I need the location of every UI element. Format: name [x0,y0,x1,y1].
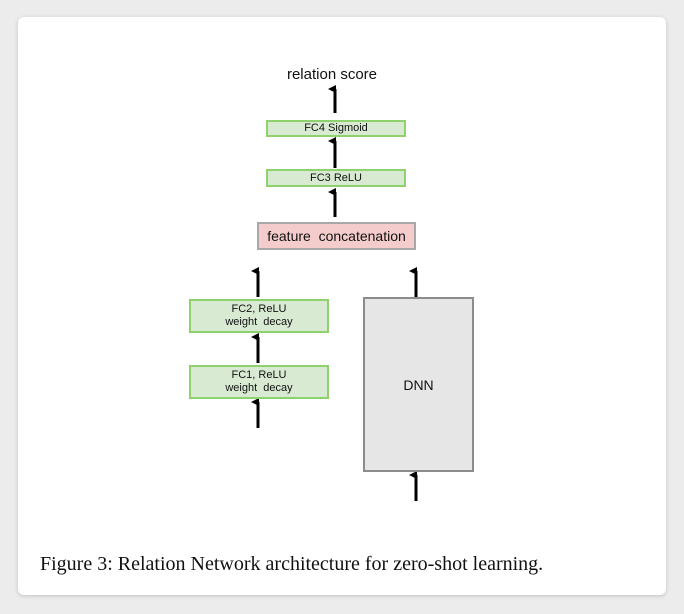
fc1-line2: weight decay [225,382,293,394]
figure-caption: Figure 3: Relation Network architecture … [40,553,660,576]
caption-label: Figure 3: [40,553,113,575]
feature-concatenation-block: feature concatenation [257,222,416,250]
fc1-line1: FC1, ReLU [231,369,287,381]
fc2-block: FC2, ReLU weight decay [189,299,329,333]
fc3-label: FC3 ReLU [310,171,362,184]
fc2-line2: weight decay [225,316,293,328]
dnn-block: DNN [363,297,474,472]
fc4-block: FC4 Sigmoid [266,120,406,137]
concat-label: feature concatenation [267,228,406,244]
fc4-label: FC4 Sigmoid [304,122,368,134]
output-label: relation score [286,66,378,83]
fc3-block: FC3 ReLU [266,169,406,187]
caption-text: Relation Network architecture for zero-s… [117,553,544,575]
dnn-label: DNN [403,376,434,393]
figure-card: relation score FC4 Sigmoid FC3 ReLU feat… [18,17,666,595]
fc2-line1: FC2, ReLU [231,303,287,315]
fc1-block: FC1, ReLU weight decay [189,365,329,399]
arrow-layer [251,85,418,501]
